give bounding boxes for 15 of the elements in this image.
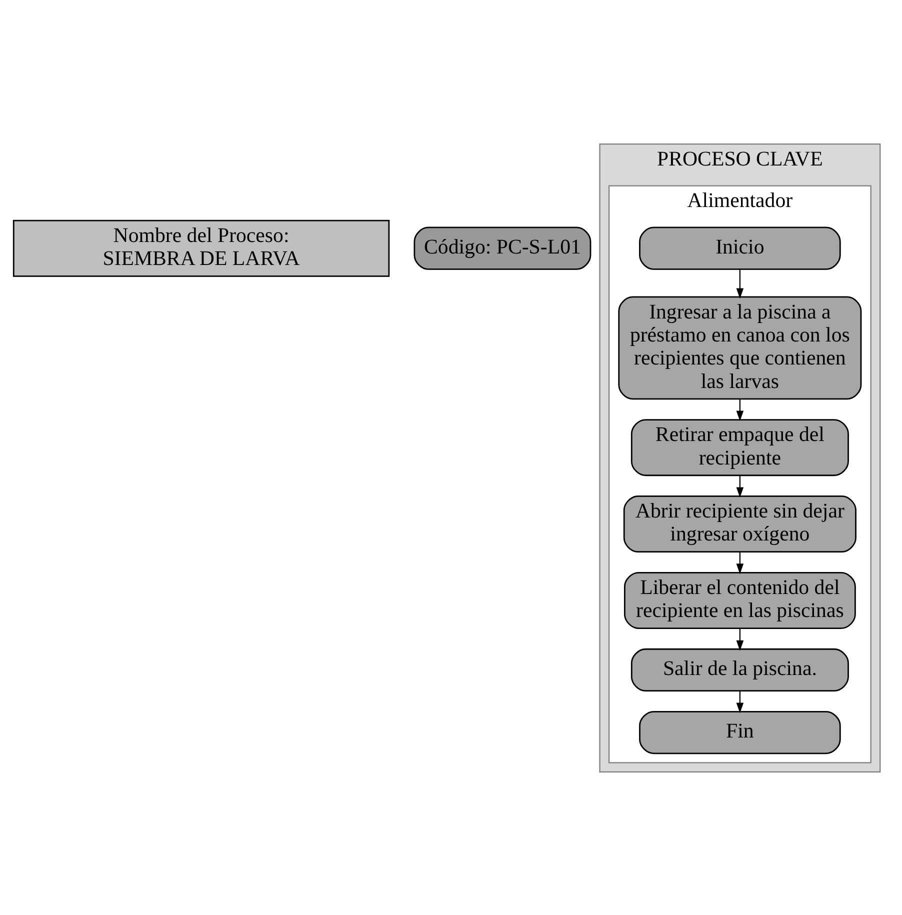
arrow xyxy=(736,628,744,650)
node-box: Abrir recipiente sin dejar ingresar oxígeno xyxy=(622,495,856,552)
node-box: Ingresar a la piscina a préstamo en canoa con los recipientes que contienen las larvas xyxy=(618,296,862,400)
node-box: Salir de la piscina. xyxy=(630,648,848,692)
node-box: Nombre del Proceso: SIEMBRA DE LARVA xyxy=(12,219,390,276)
arrow xyxy=(736,475,744,498)
node-box: Inicio xyxy=(638,226,840,270)
arrow xyxy=(736,690,744,713)
node-box: Liberar el contenido del recipiente en las piscinas xyxy=(623,571,856,628)
node-box: Fin xyxy=(638,710,840,754)
node-box: Código: PC-S-L01 xyxy=(413,226,591,270)
arrow xyxy=(736,398,744,421)
arrow xyxy=(736,269,744,298)
node-box: Retirar empaque del recipiente xyxy=(630,418,848,476)
arrow xyxy=(736,551,744,574)
